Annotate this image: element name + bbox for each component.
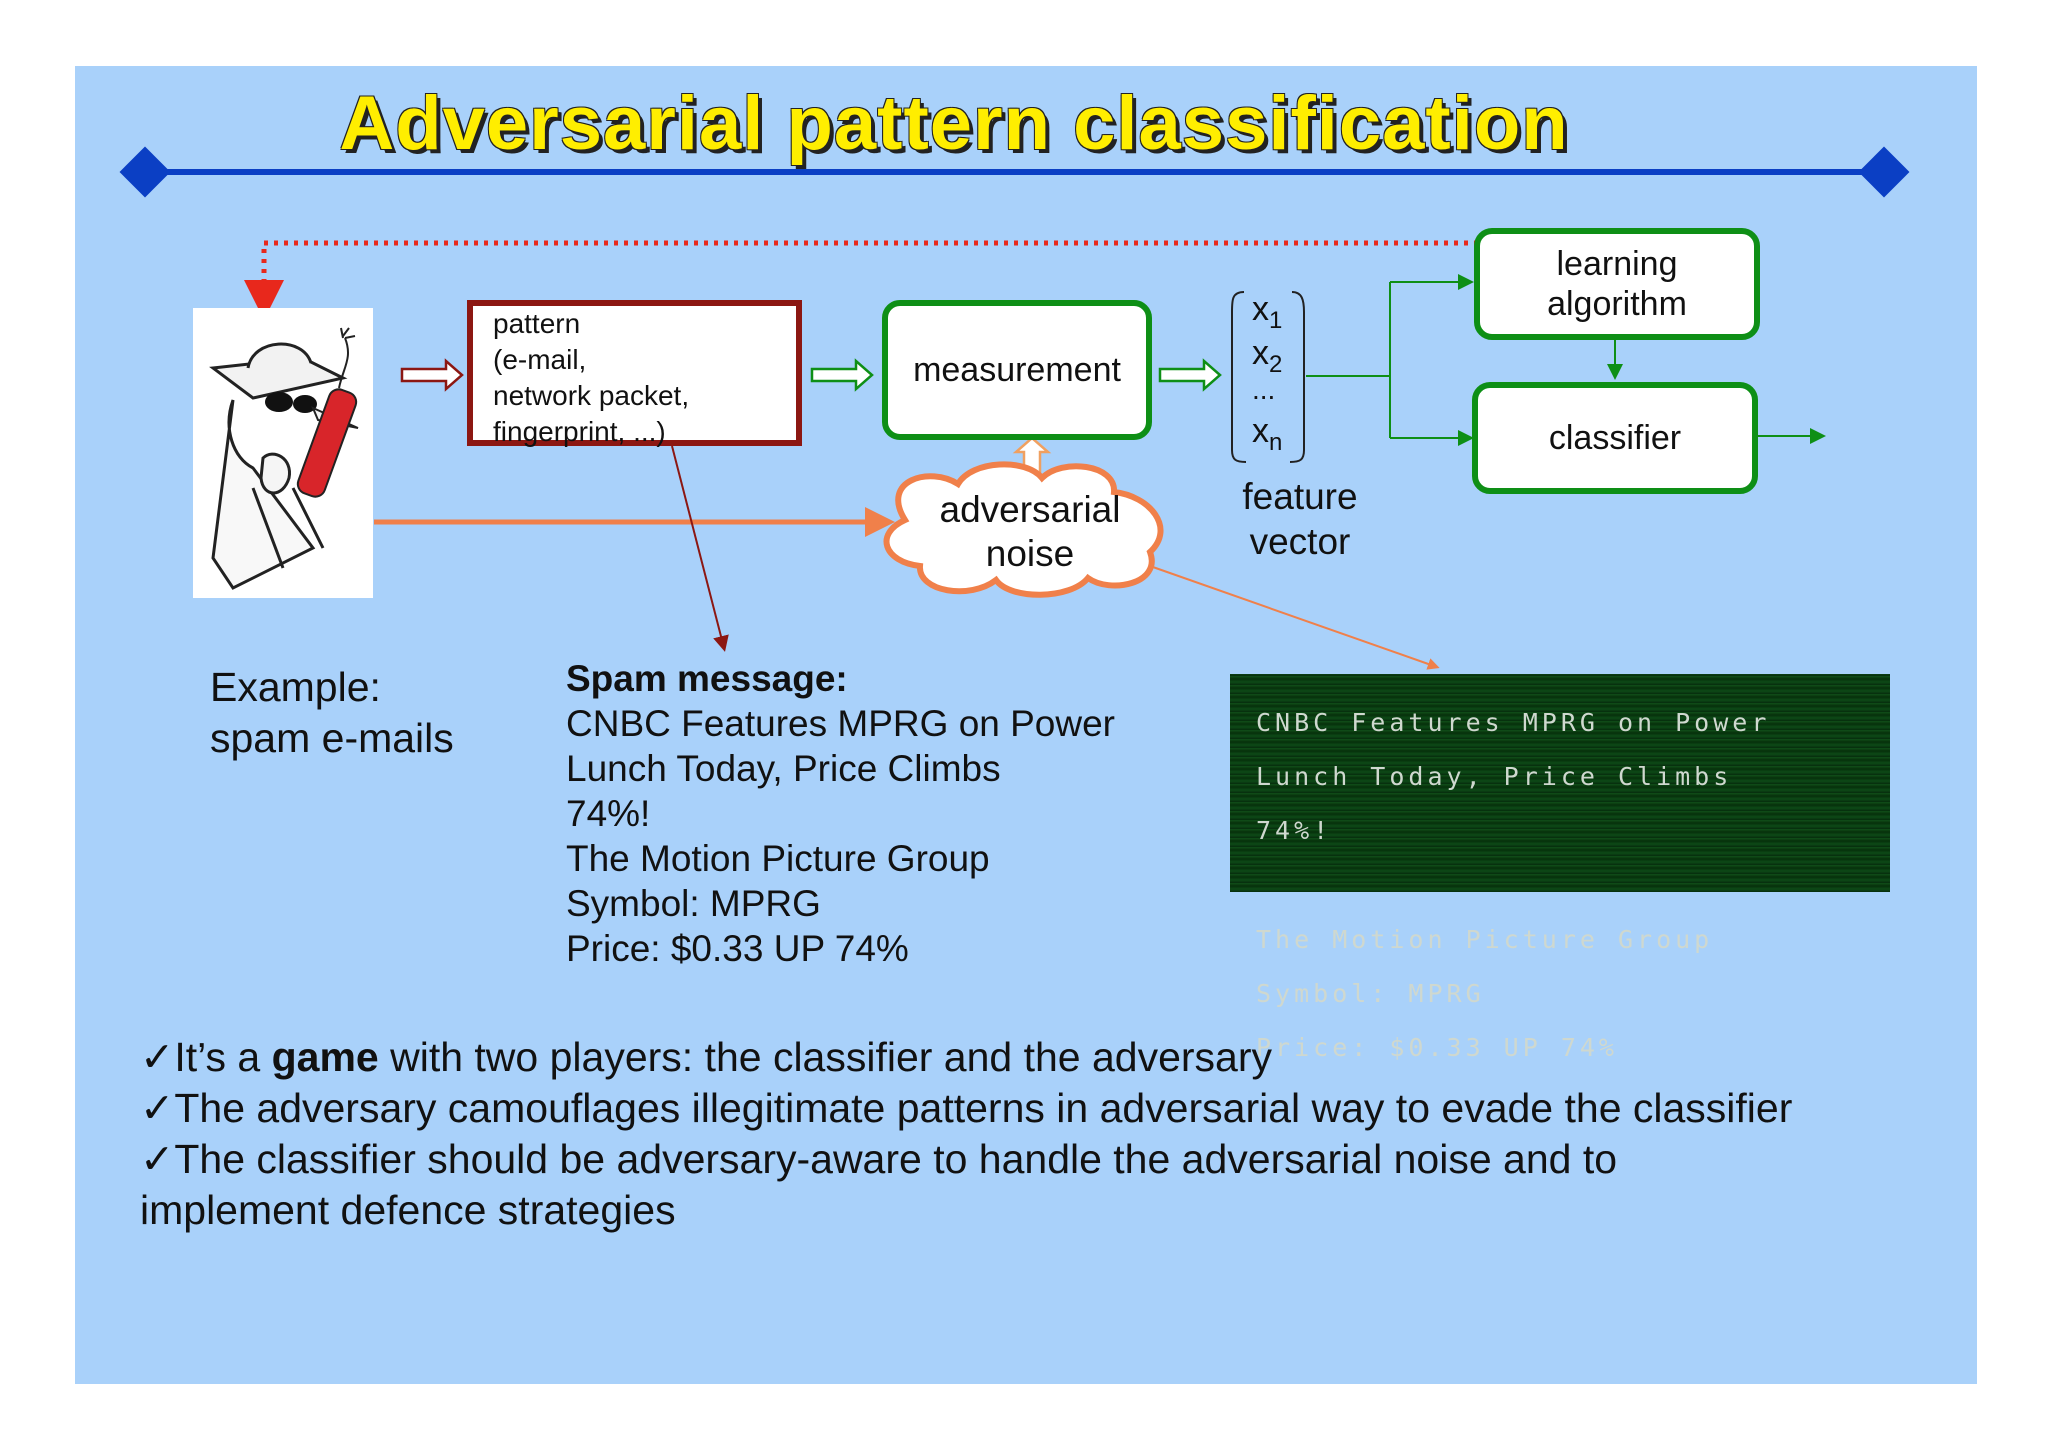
- pattern-line: (e-mail,: [493, 344, 587, 375]
- spam-line: CNBC Features MPRG on Power: [566, 703, 1116, 744]
- image-spam-line: The Motion Picture Group: [1256, 925, 1714, 954]
- spam-message: Spam message: CNBC Features MPRG on Powe…: [566, 656, 1115, 971]
- page-title: Adversarial pattern classification: [339, 81, 1569, 166]
- image-spam-line: Price: $0.33 UP 74%: [1256, 1033, 1618, 1062]
- check-icon: ✓: [140, 1136, 175, 1182]
- noise-label: adversarial noise: [920, 488, 1140, 576]
- vector-branch-line: [1306, 282, 1391, 438]
- pattern-to-measurement-arrow: [810, 358, 874, 392]
- noise-label-line: noise: [985, 533, 1075, 574]
- pattern-box: pattern (e-mail, network packet, fingerp…: [467, 300, 802, 447]
- vector-left-bracket: [1231, 291, 1247, 463]
- bullet-list: ✓It’s a game with two players: the class…: [140, 1032, 1915, 1236]
- classifier-label: classifier: [1548, 419, 1682, 457]
- spy-with-dynamite-icon: [193, 308, 373, 598]
- pattern-to-spam-arrow: [671, 445, 729, 652]
- learning-algorithm-box: learning algorithm: [1474, 228, 1760, 340]
- image-spam-line: Lunch Today, Price Climbs: [1256, 762, 1733, 791]
- spam-line: Lunch Today, Price Climbs: [566, 748, 1001, 789]
- classifier-box: classifier: [1472, 382, 1758, 494]
- vector-element: x1: [1252, 290, 1283, 334]
- spam-heading: Spam message:: [566, 658, 848, 699]
- check-icon: ✓: [140, 1034, 175, 1080]
- measurement-to-vector-arrow: [1158, 358, 1222, 392]
- example-line: spam e-mails: [210, 715, 454, 761]
- vector-element: x2: [1252, 334, 1283, 378]
- example-line: Example:: [210, 664, 381, 710]
- check-icon: ✓: [140, 1085, 175, 1131]
- spam-line: The Motion Picture Group: [566, 838, 990, 879]
- noise-to-image-spam-arrow: [1149, 565, 1440, 670]
- bullet-adversary-aware: ✓The classifier should be adversary-awar…: [140, 1136, 1618, 1182]
- pattern-line: pattern: [493, 308, 581, 339]
- example-label: Example: spam e-mails: [210, 662, 454, 764]
- feature-caption-line: feature: [1242, 476, 1358, 517]
- learning-label-line: learning: [1556, 245, 1678, 283]
- measurement-label: measurement: [913, 351, 1121, 389]
- learning-label-line: algorithm: [1547, 285, 1687, 323]
- pattern-line: network packet,: [493, 380, 690, 411]
- noise-label-line: adversarial: [939, 489, 1121, 530]
- spam-line: Symbol: MPRG: [566, 883, 821, 924]
- spy-to-pattern-arrow: [400, 358, 464, 392]
- pattern-line: fingerprint, ...): [493, 416, 666, 447]
- image-spam-line: Symbol: MPRG: [1256, 979, 1485, 1008]
- image-spam-line: CNBC Features MPRG on Power: [1256, 708, 1771, 737]
- title-underline: [145, 169, 1885, 175]
- spam-line: Price: $0.33 UP 74%: [566, 928, 909, 969]
- bullet-game: ✓It’s a game with two players: the class…: [140, 1034, 1273, 1080]
- measurement-box: measurement: [882, 300, 1152, 440]
- bullet-adversary-aware-cont: implement defence strategies: [140, 1187, 676, 1233]
- feedback-dotted-arrow: [244, 240, 1478, 320]
- vector-element: xn: [1252, 412, 1283, 456]
- noise-cloud-shape: [883, 461, 1164, 598]
- feature-vector: x1 x2 ... xn: [1232, 288, 1304, 464]
- vector-right-bracket: [1289, 291, 1305, 463]
- vector-ellipsis: ...: [1252, 374, 1276, 405]
- feature-caption-line: vector: [1249, 521, 1351, 562]
- image-spam-screen: CNBC Features MPRG on Power Lunch Today,…: [1230, 674, 1890, 1061]
- spam-line: 74%!: [566, 793, 651, 834]
- image-spam-line: 74%!: [1256, 816, 1333, 845]
- feature-vector-caption: feature vector: [1210, 474, 1390, 564]
- bullet-camouflage: ✓The adversary camouflages illegitimate …: [140, 1085, 1793, 1131]
